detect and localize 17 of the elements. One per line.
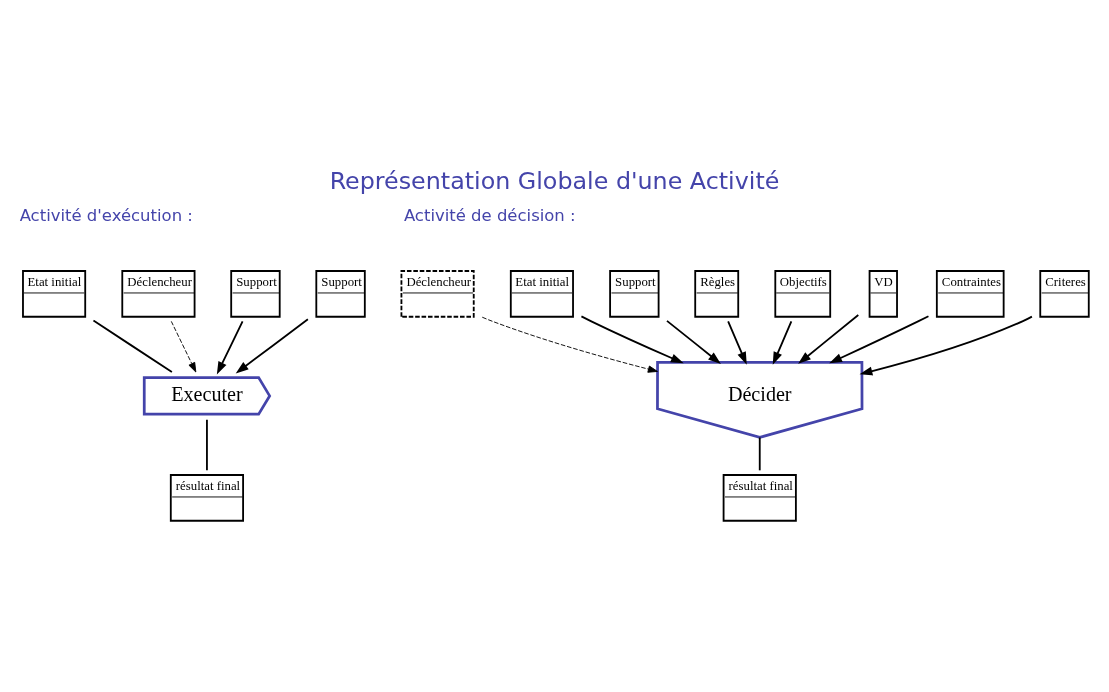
connector bbox=[92, 319, 173, 373]
label: Activité de décision : bbox=[403, 206, 576, 226]
arrow bbox=[772, 320, 793, 365]
arrow bbox=[829, 315, 930, 364]
arrow bbox=[481, 316, 658, 373]
connector bbox=[758, 436, 761, 472]
arrow bbox=[859, 315, 1033, 376]
arrow bbox=[666, 319, 721, 364]
arrow bbox=[727, 320, 747, 365]
label: Activité d'exécution : bbox=[19, 206, 193, 226]
arrow bbox=[580, 315, 684, 364]
connector bbox=[206, 418, 208, 472]
arrow bbox=[235, 318, 309, 374]
arrow bbox=[798, 314, 860, 364]
diagram-title: Représentation Globale d'une Activité bbox=[329, 167, 780, 196]
arrow bbox=[170, 320, 197, 373]
arrow bbox=[216, 320, 244, 375]
